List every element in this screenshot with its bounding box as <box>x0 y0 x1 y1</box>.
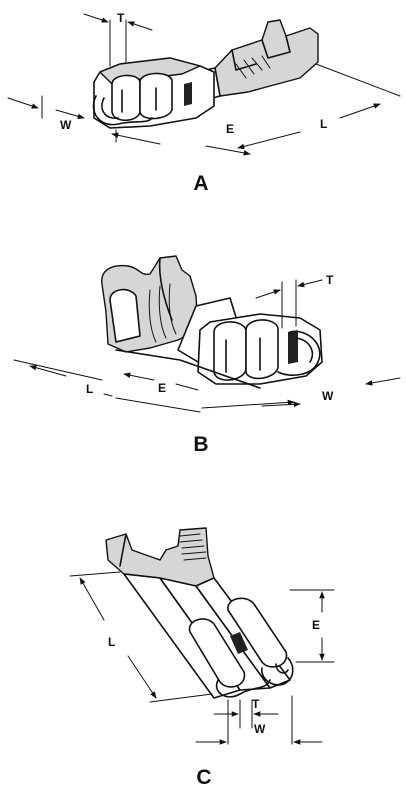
dimension-lines-c <box>69 571 335 745</box>
figure-a: T W E L A <box>7 11 401 195</box>
dimension-label-w: W <box>254 722 266 736</box>
dimension-label-w: W <box>60 118 72 132</box>
terminal-b-drawing <box>101 255 323 389</box>
dimension-label-e: E <box>158 381 166 395</box>
figure-caption-b: B <box>193 433 208 456</box>
terminal-a-drawing <box>92 19 319 129</box>
dimension-label-t: T <box>117 11 125 25</box>
figure-c: L E T W C <box>69 527 335 789</box>
dimension-label-l: L <box>108 635 115 649</box>
dimension-label-e: E <box>312 618 320 632</box>
dimension-lines-b <box>13 279 401 413</box>
dimension-label-t: T <box>326 273 334 287</box>
figure-caption-a: A <box>193 172 208 195</box>
dimension-label-t: T <box>252 697 260 711</box>
dimension-label-w: W <box>322 389 334 403</box>
dimension-label-l: L <box>320 117 327 131</box>
figure-b: T L E W B <box>13 255 401 456</box>
terminal-c-drawing <box>105 527 294 699</box>
dimension-label-e: E <box>226 122 234 136</box>
dimension-lines-a <box>7 13 401 156</box>
figure-caption-c: C <box>196 766 211 789</box>
dimension-label-l: L <box>86 382 93 396</box>
